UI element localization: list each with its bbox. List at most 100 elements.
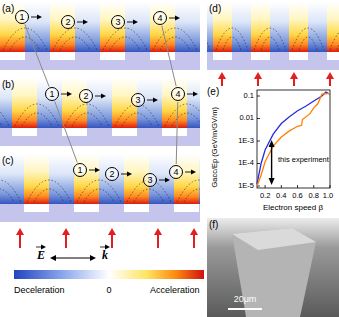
deceleration-field bbox=[199, 154, 200, 204]
acceleration-field bbox=[24, 154, 49, 204]
text-label: Acceleration bbox=[150, 285, 200, 295]
tick-label: 0.1 bbox=[244, 92, 254, 101]
acceleration-field bbox=[50, 2, 75, 52]
deceleration-field bbox=[125, 2, 150, 52]
callout-number: 2 bbox=[109, 170, 114, 179]
laser-arrow bbox=[193, 234, 195, 248]
field-line bbox=[53, 28, 97, 50]
grating-tooth bbox=[270, 52, 289, 60]
text-label: Electron speed β bbox=[263, 203, 323, 212]
tick-label: 0.2 bbox=[260, 192, 270, 201]
grating-tooth bbox=[207, 52, 213, 60]
acceleration-field bbox=[327, 2, 339, 52]
electron-number: 4 bbox=[171, 87, 185, 101]
field-panel bbox=[207, 2, 339, 70]
acceleration-field bbox=[62, 78, 87, 128]
field-line bbox=[84, 189, 114, 202]
tick bbox=[257, 163, 260, 164]
grating-tooth bbox=[49, 204, 74, 212]
electron-number: 3 bbox=[111, 15, 125, 29]
field-line bbox=[22, 113, 52, 126]
electron-arrow-head bbox=[95, 168, 100, 173]
tick-label: 0.6 bbox=[292, 192, 302, 201]
deceleration-field bbox=[232, 2, 251, 52]
field-line bbox=[337, 37, 339, 50]
callout-number: 2 bbox=[83, 92, 88, 101]
grating-tooth bbox=[149, 204, 174, 212]
electron-arrow bbox=[121, 174, 128, 175]
panel-label: (f) bbox=[209, 219, 218, 231]
field-line bbox=[184, 189, 200, 202]
grating-tooth bbox=[175, 52, 200, 60]
field-line bbox=[153, 28, 197, 50]
range-arrowhead bbox=[269, 140, 275, 147]
electron-number: 1 bbox=[45, 87, 59, 101]
electron-arrow-head bbox=[133, 20, 138, 25]
deceleration-field bbox=[187, 78, 200, 128]
electron-number: 2 bbox=[61, 15, 75, 29]
laser-arrow bbox=[65, 234, 67, 248]
field-line bbox=[172, 113, 200, 126]
laser-arrow bbox=[293, 78, 295, 86]
laser-arrowhead bbox=[290, 72, 298, 79]
grating-tooth bbox=[0, 128, 12, 136]
field-line bbox=[223, 37, 241, 50]
acceleration-field bbox=[12, 78, 37, 128]
field-line bbox=[27, 180, 71, 202]
grating-tooth bbox=[232, 52, 251, 60]
field-panel bbox=[0, 154, 200, 222]
acceleration-field bbox=[251, 2, 270, 52]
field-panel bbox=[0, 78, 200, 146]
electron-arrow-head bbox=[83, 20, 88, 25]
trajectory-line bbox=[176, 102, 178, 164]
electron-arrow bbox=[31, 17, 38, 18]
electron-arrow-head bbox=[165, 178, 170, 183]
field-line bbox=[3, 28, 47, 50]
trajectory-line bbox=[25, 24, 49, 86]
tick-label: 0.01 bbox=[239, 114, 254, 123]
tick-label: 1E-4 bbox=[238, 159, 254, 168]
electron-arrow-head bbox=[101, 94, 106, 99]
field-line bbox=[15, 104, 59, 126]
electron-arrow-head bbox=[175, 16, 180, 21]
field-line bbox=[292, 28, 324, 50]
laser-arrowhead bbox=[326, 72, 334, 79]
laser-arrow bbox=[19, 234, 21, 248]
laser-arrow bbox=[157, 234, 159, 248]
electron-arrow bbox=[127, 22, 134, 23]
text-label: E bbox=[37, 249, 45, 263]
electron-number: 2 bbox=[105, 167, 119, 181]
tick bbox=[257, 96, 260, 97]
tick bbox=[330, 185, 331, 188]
text-label: 20μm bbox=[234, 294, 257, 304]
laser-arrowhead bbox=[254, 72, 262, 79]
scale-bar bbox=[228, 308, 262, 310]
sem-structure bbox=[232, 228, 316, 317]
electron-arrow-head bbox=[37, 15, 42, 20]
deceleration-field bbox=[25, 2, 50, 52]
range-arrow bbox=[271, 146, 272, 179]
color-bar bbox=[14, 270, 204, 279]
field-line bbox=[72, 113, 102, 126]
field-line bbox=[0, 189, 14, 202]
tick-label: 1.0 bbox=[323, 192, 333, 201]
gradient-curve bbox=[257, 92, 330, 184]
sem-background bbox=[207, 218, 339, 317]
deceleration-field bbox=[270, 2, 289, 52]
grating-base bbox=[0, 212, 200, 222]
field-line bbox=[77, 180, 121, 202]
electron-arrow bbox=[185, 172, 192, 173]
field-line bbox=[0, 180, 21, 202]
electron-arrow bbox=[89, 170, 96, 171]
panel-label: (b) bbox=[2, 79, 14, 91]
grating-tooth bbox=[75, 52, 100, 60]
callout-number: 2 bbox=[65, 18, 70, 27]
grating-base bbox=[207, 60, 339, 70]
sem-structure-top bbox=[232, 228, 316, 250]
electron-arrow-head bbox=[193, 92, 198, 97]
tick-label: 1E-5 bbox=[238, 182, 254, 191]
electron-arrow-head bbox=[153, 98, 158, 103]
tick bbox=[257, 141, 260, 142]
electron-number: 3 bbox=[131, 93, 145, 107]
